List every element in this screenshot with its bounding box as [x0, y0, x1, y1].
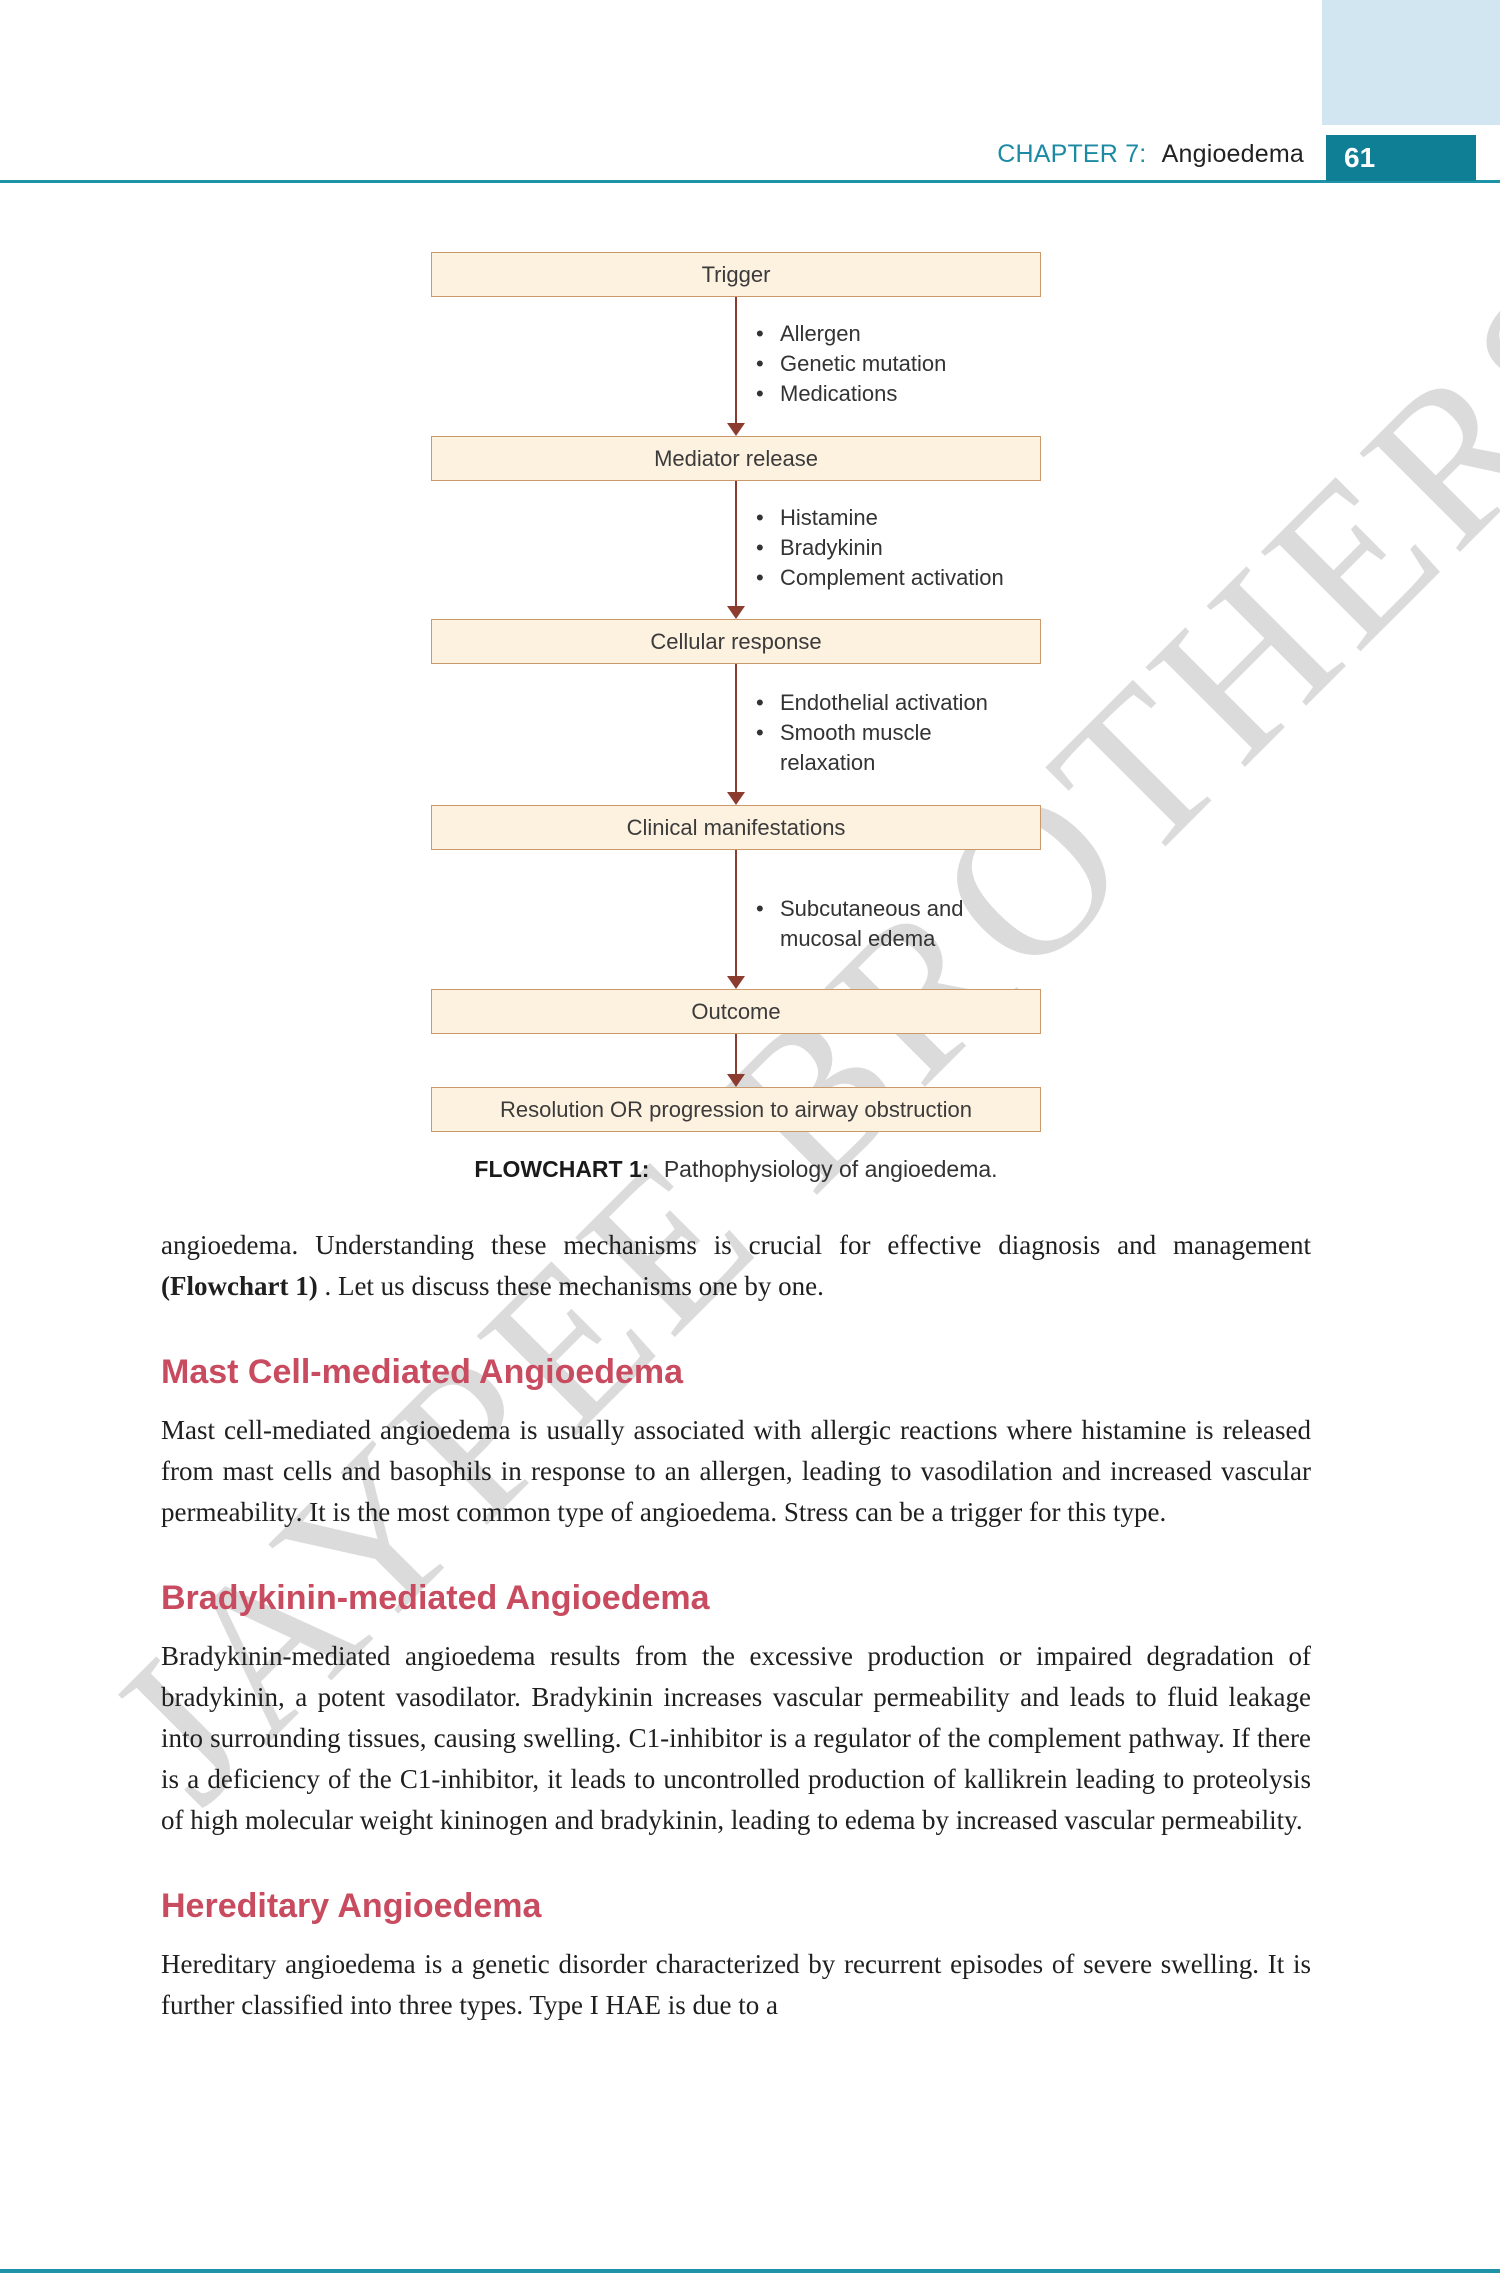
flowchart: Trigger Allergen Genetic mutation Medica…: [431, 252, 1041, 1132]
bullet-list: Subcutaneous and mucosal edema: [754, 894, 964, 954]
bullet-item: Complement activation: [754, 563, 1004, 593]
bullet-item: Allergen: [754, 319, 946, 349]
flowchart-box-outcome: Outcome: [431, 989, 1041, 1034]
arrow-line: [735, 664, 737, 794]
arrow-line: [735, 297, 737, 425]
arrow-line: [735, 850, 737, 978]
intro-text-2: . Let us discuss these mechanisms one by…: [324, 1271, 824, 1301]
arrow-line: [735, 481, 737, 608]
chapter-header: CHAPTER 7: Angioedema: [997, 140, 1304, 169]
bullet-item: Subcutaneous and mucosal edema: [754, 894, 964, 954]
bullet-item: Histamine: [754, 503, 1004, 533]
bullet-item: Medications: [754, 379, 946, 409]
section-heading-hereditary: Hereditary Angioedema: [161, 1887, 542, 1925]
flowchart-connector: Endothelial activation Smooth muscle rel…: [431, 664, 1041, 805]
arrow-head-icon: [727, 423, 745, 436]
footer-rule: [0, 2269, 1500, 2273]
section-paragraph-hereditary: Hereditary angioedema is a genetic disor…: [161, 1949, 1311, 2020]
arrow-line: [735, 1034, 737, 1076]
bullet-list: Histamine Bradykinin Complement activati…: [754, 503, 1004, 593]
flowchart-caption: FLOWCHART 1: Pathophysiology of angioede…: [161, 1156, 1311, 1183]
header-rule: [0, 180, 1500, 183]
flowchart-box-resolution: Resolution OR progression to airway obst…: [431, 1087, 1041, 1132]
bullet-item: Genetic mutation: [754, 349, 946, 379]
intro-text-1: angioedema. Understanding these mechanis…: [161, 1230, 1311, 1260]
flowchart-box-clinical-manifestations: Clinical manifestations: [431, 805, 1041, 850]
chapter-name: Angioedema: [1161, 140, 1304, 168]
section-paragraph-mast-cell: Mast cell-mediated angioedema is usually…: [161, 1415, 1311, 1527]
flowchart-connector: Allergen Genetic mutation Medications: [431, 297, 1041, 436]
flowchart-caption-text: Pathophysiology of angioedema.: [663, 1156, 998, 1182]
arrow-head-icon: [727, 1074, 745, 1087]
arrow-head-icon: [727, 792, 745, 805]
flowchart-connector: Subcutaneous and mucosal edema: [431, 850, 1041, 989]
section-paragraph-bradykinin: Bradykinin-mediated angioedema results f…: [161, 1641, 1311, 1835]
flowchart-box-mediator-release: Mediator release: [431, 436, 1041, 481]
arrow-head-icon: [727, 606, 745, 619]
page-content: Trigger Allergen Genetic mutation Medica…: [161, 0, 1311, 2026]
page-number-badge: 61: [1326, 135, 1476, 181]
arrow-head-icon: [727, 976, 745, 989]
flowchart-reference: (Flowchart 1): [161, 1271, 318, 1301]
bullet-item: Smooth muscle relaxation: [754, 718, 988, 778]
bullet-list: Endothelial activation Smooth muscle rel…: [754, 688, 988, 778]
flowchart-connector: Histamine Bradykinin Complement activati…: [431, 481, 1041, 619]
chapter-label: CHAPTER 7:: [997, 140, 1147, 168]
intro-paragraph: angioedema. Understanding these mechanis…: [161, 1225, 1311, 1307]
bullet-list: Allergen Genetic mutation Medications: [754, 319, 946, 409]
bullet-item: Endothelial activation: [754, 688, 988, 718]
section-heading-bradykinin: Bradykinin-mediated Angioedema: [161, 1579, 710, 1617]
flowchart-caption-label: FLOWCHART 1:: [474, 1156, 650, 1182]
flowchart-box-cellular-response: Cellular response: [431, 619, 1041, 664]
flowchart-box-trigger: Trigger: [431, 252, 1041, 297]
section-heading-mast-cell: Mast Cell-mediated Angioedema: [161, 1353, 684, 1391]
flowchart-connector: [431, 1034, 1041, 1087]
header-corner-decoration: [1322, 0, 1500, 125]
bullet-item: Bradykinin: [754, 533, 1004, 563]
